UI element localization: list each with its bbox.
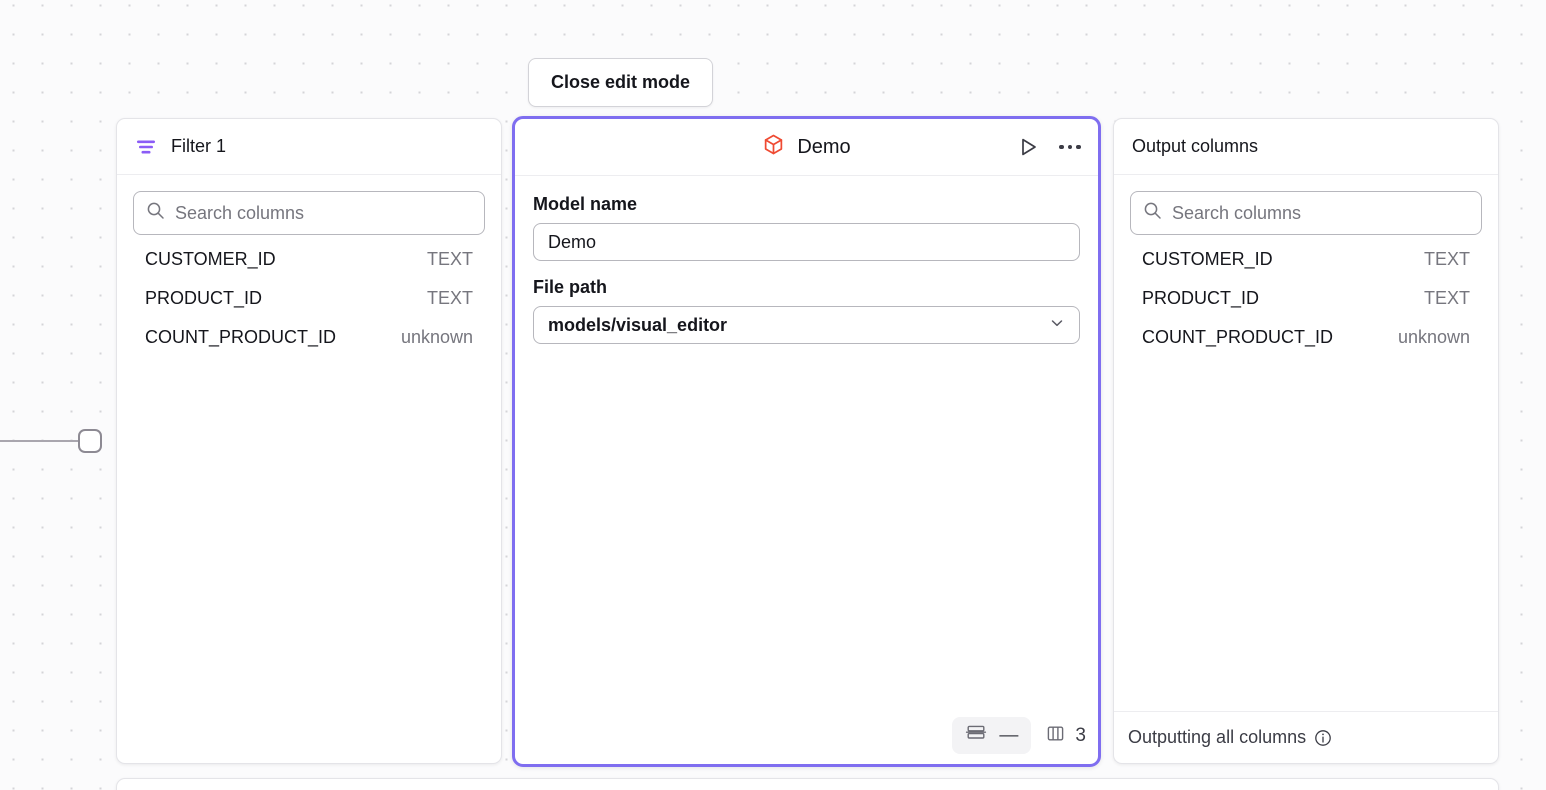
output-columns-list: CUSTOMER_ID TEXT PRODUCT_ID TEXT COUNT_P… [1130, 249, 1482, 366]
rows-indicator[interactable]: — [952, 717, 1032, 754]
columns-count: 3 [1075, 724, 1086, 746]
output-panel-body: CUSTOMER_ID TEXT PRODUCT_ID TEXT COUNT_P… [1114, 175, 1498, 711]
filter-panel-body: CUSTOMER_ID TEXT PRODUCT_ID TEXT COUNT_P… [117, 175, 501, 763]
output-search-box[interactable] [1130, 191, 1482, 235]
model-panel-header: Demo [515, 119, 1098, 176]
columns-icon [1045, 723, 1066, 749]
play-icon[interactable] [1014, 133, 1042, 161]
rows-count: — [999, 724, 1019, 746]
model-panel[interactable]: Demo Model name Demo File path models/vi… [512, 116, 1101, 767]
file-path-value: models/visual_editor [548, 314, 728, 335]
output-search-input[interactable] [1172, 202, 1469, 224]
model-panel-title: Demo [797, 135, 851, 158]
table-row[interactable]: COUNT_PRODUCT_ID unknown [1130, 327, 1482, 366]
table-row[interactable]: CUSTOMER_ID TEXT [1130, 249, 1482, 288]
next-panel-partial[interactable] [116, 778, 1499, 790]
column-name: COUNT_PRODUCT_ID [145, 327, 337, 347]
filter-panel-header: Filter 1 [117, 119, 501, 175]
output-columns-panel[interactable]: Output columns CUSTOMER_ID TEXT PRODUCT_… [1113, 118, 1499, 764]
output-panel-header: Output columns [1114, 119, 1498, 175]
info-icon[interactable] [1314, 729, 1332, 747]
search-icon [146, 201, 175, 225]
rows-icon [965, 722, 987, 749]
file-path-label: File path [533, 277, 608, 297]
column-name: CUSTOMER_ID [1142, 249, 1273, 269]
ellipsis-icon[interactable] [1056, 133, 1084, 161]
column-type: TEXT [426, 249, 473, 269]
search-icon [1143, 201, 1172, 225]
cube-icon [762, 133, 785, 161]
column-type: unknown [400, 327, 473, 347]
file-path-select[interactable]: models/visual_editor [533, 306, 1080, 344]
column-type: TEXT [1423, 288, 1470, 308]
columns-indicator[interactable]: 3 [1045, 723, 1086, 749]
connector-handle[interactable] [78, 429, 102, 453]
close-edit-mode-button[interactable]: Close edit mode [528, 58, 714, 107]
table-row[interactable]: COUNT_PRODUCT_ID unknown [133, 327, 485, 366]
column-name: COUNT_PRODUCT_ID [1142, 327, 1334, 347]
model-panel-body: Model name Demo File path models/visual_… [515, 176, 1098, 764]
model-panel-actions [1014, 133, 1084, 161]
output-panel-footer: Outputting all columns [1114, 711, 1498, 763]
filter-search-input[interactable] [175, 202, 472, 224]
model-panel-title-group: Demo [762, 133, 851, 161]
filter-panel[interactable]: Filter 1 CUSTOMER_ID TEXT PRODUCT_ID TEX… [116, 118, 502, 764]
output-panel-title: Output columns [1132, 136, 1259, 156]
table-row[interactable]: PRODUCT_ID TEXT [1130, 288, 1482, 327]
table-row[interactable]: CUSTOMER_ID TEXT [133, 249, 485, 288]
column-type: unknown [1397, 327, 1470, 347]
column-name: PRODUCT_ID [145, 288, 263, 308]
connector-edge [0, 440, 82, 442]
column-name: PRODUCT_ID [1142, 288, 1260, 308]
filter-icon [135, 136, 171, 158]
output-footer-text: Outputting all columns [1128, 727, 1307, 747]
model-panel-footer: — 3 [952, 717, 1086, 754]
model-name-input[interactable]: Demo [533, 223, 1080, 261]
table-row[interactable]: PRODUCT_ID TEXT [133, 288, 485, 327]
chevron-down-icon [1049, 315, 1065, 336]
filter-search-box[interactable] [133, 191, 485, 235]
filter-columns-list: CUSTOMER_ID TEXT PRODUCT_ID TEXT COUNT_P… [133, 249, 485, 366]
model-name-label: Model name [533, 194, 638, 214]
column-type: TEXT [426, 288, 473, 308]
filter-panel-title: Filter 1 [171, 136, 227, 156]
column-name: CUSTOMER_ID [145, 249, 276, 269]
column-type: TEXT [1423, 249, 1470, 269]
